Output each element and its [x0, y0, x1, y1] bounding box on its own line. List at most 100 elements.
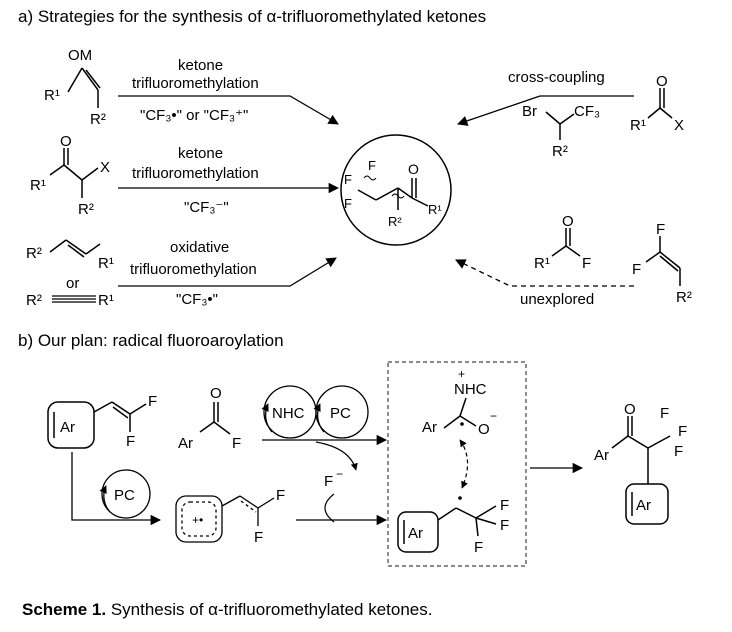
route1-line1: ketone — [178, 57, 223, 74]
route4-arrow-diag — [457, 95, 541, 126]
radical-cation-f2: F — [254, 529, 263, 546]
product-ar: Ar — [594, 447, 609, 464]
acyl-x-structure — [647, 88, 673, 119]
caption-label: Scheme 1. — [22, 600, 107, 619]
caption-text: Synthesis of α-trifluoromethylated keton… — [106, 600, 433, 619]
alpha-x-ketone-r2: R² — [78, 201, 94, 218]
acyl-fluoride-o: O — [562, 213, 574, 230]
difluoroalkene-f-top: F — [656, 221, 665, 238]
route2-reagent: "CF₃⁻" — [184, 199, 229, 216]
ketyl-o-charge: − — [490, 409, 497, 423]
acyl-fluoride-structure — [551, 228, 581, 257]
difluoroalkene-r2: R² — [676, 289, 692, 306]
styrene-structure — [47, 401, 147, 449]
aroyl-fluoride-ar: Ar — [178, 435, 193, 452]
route5-arrow — [455, 259, 634, 287]
benzyl-f3: F — [474, 539, 483, 556]
route1-reagent: "CF₃•" or "CF₃⁺" — [140, 107, 248, 124]
alpha-x-ketone-o: O — [60, 133, 72, 150]
target-f-top: F — [368, 158, 376, 173]
route4-label: cross-coupling — [508, 69, 605, 86]
benzyl-radical-structure — [397, 505, 497, 553]
pc-label-top: PC — [330, 405, 351, 422]
pc-label-bottom: PC — [114, 487, 135, 504]
target-f-left: F — [344, 172, 352, 187]
fluoride-ion: F — [324, 473, 333, 490]
acyl-fluoride-r1: R¹ — [534, 255, 550, 272]
route1-line2: trifluoromethylation — [132, 75, 259, 92]
styrene-f2: F — [126, 433, 135, 450]
alkyne-r1: R¹ — [98, 292, 114, 309]
ketyl-ar: Ar — [422, 419, 437, 436]
difluoroalkene-f-left: F — [632, 261, 641, 278]
acyl-x-r1: R¹ — [630, 117, 646, 134]
pc-cycle-bottom — [99, 469, 151, 519]
route2-line1: ketone — [178, 145, 223, 162]
fluoride-charge: − — [336, 467, 343, 481]
product-ring-ar: Ar — [636, 497, 651, 514]
ketyl-nhc-plus: + — [458, 367, 465, 381]
enolate-r2: R² — [90, 111, 106, 128]
ketyl-nhc: NHC — [454, 381, 487, 398]
acyl-fluoride-f: F — [582, 255, 591, 272]
target-circle — [340, 134, 452, 246]
target-structure — [357, 175, 429, 210]
bromide-cf3: CF₃ — [574, 103, 600, 120]
benzyl-radical-dot — [458, 496, 462, 500]
route3-line1: oxidative — [170, 239, 229, 256]
or-label: or — [66, 275, 79, 292]
product-o: O — [624, 401, 636, 418]
product-structure — [611, 416, 671, 525]
alkene-structure — [49, 239, 101, 258]
target-r2: R² — [388, 214, 402, 229]
alpha-x-ketone-structure — [49, 148, 99, 198]
difluoroalkene-structure — [645, 236, 681, 286]
bromide-structure — [545, 111, 575, 140]
fluoride-release-arrow — [315, 441, 358, 471]
target-o: O — [408, 161, 419, 177]
reaction-scheme: a) Strategies for the synthesis of α-tri… — [18, 7, 692, 567]
target-f-bottom: F — [344, 196, 352, 211]
benzyl-f1: F — [500, 497, 509, 514]
aroyl-fluoride-o: O — [210, 385, 222, 402]
pc-path-arrow — [71, 452, 162, 526]
enolate-om: OM — [68, 47, 92, 64]
route3-line2: trifluoromethylation — [130, 261, 257, 278]
aroyl-fluoride-f: F — [232, 435, 241, 452]
radical-coupling-arrow — [459, 439, 469, 489]
section-b-title: b) Our plan: radical fluoroaroylation — [18, 331, 284, 350]
acyl-x-x: X — [674, 117, 684, 134]
alkyne-structure — [52, 295, 96, 303]
intermediate-box — [387, 361, 527, 567]
benzyl-ar: Ar — [408, 525, 423, 542]
route5-label: unexplored — [520, 291, 594, 308]
route2-line2: trifluoromethylation — [132, 165, 259, 182]
ketyl-radical-structure — [443, 397, 477, 429]
fluoride-addition-curve — [324, 493, 335, 523]
styrene-f1: F — [148, 393, 157, 410]
alpha-x-ketone-r1: R¹ — [30, 177, 46, 194]
product-f3: F — [674, 443, 683, 460]
route3-reagent: "CF₃•" — [176, 291, 218, 308]
figure-caption: Scheme 1. Synthesis of α-trifluoromethyl… — [22, 600, 432, 620]
enolate-structure — [67, 67, 101, 108]
nhc-label: NHC — [272, 405, 305, 422]
acyl-x-o: O — [656, 73, 668, 90]
alkene-r2: R² — [26, 245, 42, 262]
section-a-title: a) Strategies for the synthesis of α-tri… — [18, 7, 486, 26]
target-r1: R¹ — [428, 202, 442, 217]
benzyl-f2: F — [500, 517, 509, 534]
bromide-r2: R² — [552, 143, 568, 160]
aroyl-fluoride-structure — [199, 402, 231, 435]
alkene-r1: R¹ — [98, 255, 114, 272]
radical-cation-symbol: +• — [192, 513, 203, 527]
route1-arrow — [118, 95, 339, 125]
bromide-br: Br — [522, 103, 537, 120]
alkyne-r2: R² — [26, 292, 42, 309]
radical-cation-f1: F — [276, 487, 285, 504]
alpha-x-ketone-x: X — [100, 159, 110, 176]
ketyl-o: O — [478, 421, 490, 438]
enolate-r1: R¹ — [44, 87, 60, 104]
product-f1: F — [660, 405, 669, 422]
route3-arrow — [118, 257, 337, 287]
